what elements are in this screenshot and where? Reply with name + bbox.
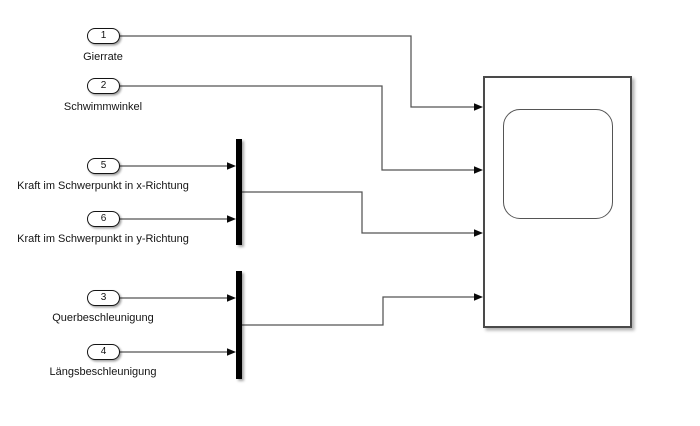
inport-block-querbeschleunigung[interactable]: 3 <box>87 290 120 306</box>
inport-block-laengsbeschleunigung[interactable]: 4 <box>87 344 120 360</box>
mux2-block[interactable] <box>236 271 242 379</box>
inport-label-querbeschleunigung: Querbeschleunigung <box>52 312 154 324</box>
arrowhead-mux1-input-2 <box>227 215 236 223</box>
inport-label-gierrate: Gierrate <box>83 51 123 63</box>
arrowhead-scope-input-1 <box>474 103 483 111</box>
inport-number: 5 <box>100 160 107 171</box>
inport-block-schwimmwinkel[interactable]: 2 <box>87 78 120 94</box>
inport-block-gierrate[interactable]: 1 <box>87 28 120 44</box>
inport-label-kraft-x: Kraft im Schwerpunkt in x-Richtung <box>17 180 189 192</box>
arrowhead-scope-input-2 <box>474 166 483 174</box>
inport-number: 3 <box>100 292 107 303</box>
inport-label-schwimmwinkel: Schwimmwinkel <box>63 101 143 113</box>
inport-block-kraft-x[interactable]: 5 <box>87 158 120 174</box>
wire-mux1-to-scope[interactable] <box>242 191 474 234</box>
wire-schwimmwinkel-to-scope[interactable] <box>119 85 474 171</box>
arrowhead-scope-input-3 <box>474 229 483 237</box>
scope-block[interactable] <box>483 76 632 328</box>
inport-label-kraft-y: Kraft im Schwerpunkt in y-Richtung <box>17 233 189 245</box>
inport-label-laengsbeschleunigung: Längsbeschleunigung <box>49 366 157 378</box>
arrowhead-mux2-input-1 <box>227 294 236 302</box>
inport-number: 6 <box>100 213 107 224</box>
arrowhead-mux2-input-2 <box>227 348 236 356</box>
scope-screen-icon <box>503 109 613 219</box>
inport-number: 1 <box>100 30 107 41</box>
inport-number: 4 <box>100 346 107 357</box>
inport-block-kraft-y[interactable]: 6 <box>87 211 120 227</box>
arrowhead-mux1-input-1 <box>227 162 236 170</box>
wire-mux2-to-scope[interactable] <box>242 296 474 326</box>
inport-number: 2 <box>100 80 107 91</box>
mux1-block[interactable] <box>236 139 242 245</box>
wire-gierrate-to-scope[interactable] <box>119 35 474 108</box>
arrowhead-scope-input-4 <box>474 293 483 301</box>
